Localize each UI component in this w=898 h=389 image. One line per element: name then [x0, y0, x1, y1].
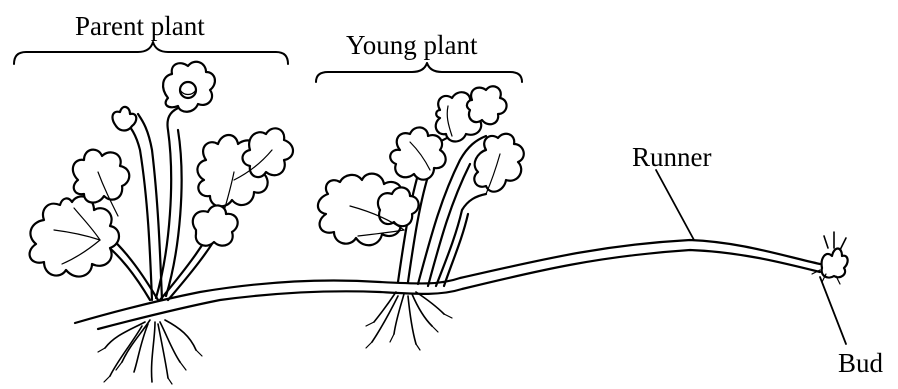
- parent-plant: [30, 62, 293, 384]
- runner-bud: [812, 232, 848, 284]
- parent-leaf-left: [30, 196, 119, 276]
- parent-flower-bud: [113, 107, 137, 131]
- young-plant: [318, 86, 524, 350]
- parent-plant-brace: [14, 42, 288, 64]
- young-roots: [366, 292, 452, 350]
- runner-label: Runner: [632, 142, 711, 172]
- young-plant-brace: [316, 63, 522, 82]
- bud-label: Bud: [838, 348, 884, 378]
- young-plant-label: Young plant: [346, 30, 478, 60]
- parent-plant-label: Parent plant: [75, 11, 205, 41]
- bud-leader-line: [820, 277, 846, 344]
- runner-leader-line: [656, 170, 694, 240]
- parent-roots: [98, 320, 202, 384]
- parent-leaf-lower: [193, 205, 238, 245]
- young-leaf-right: [474, 134, 523, 194]
- parent-flower: [163, 62, 215, 112]
- young-leaf-left: [318, 174, 419, 246]
- parent-plant-stems: [100, 108, 222, 300]
